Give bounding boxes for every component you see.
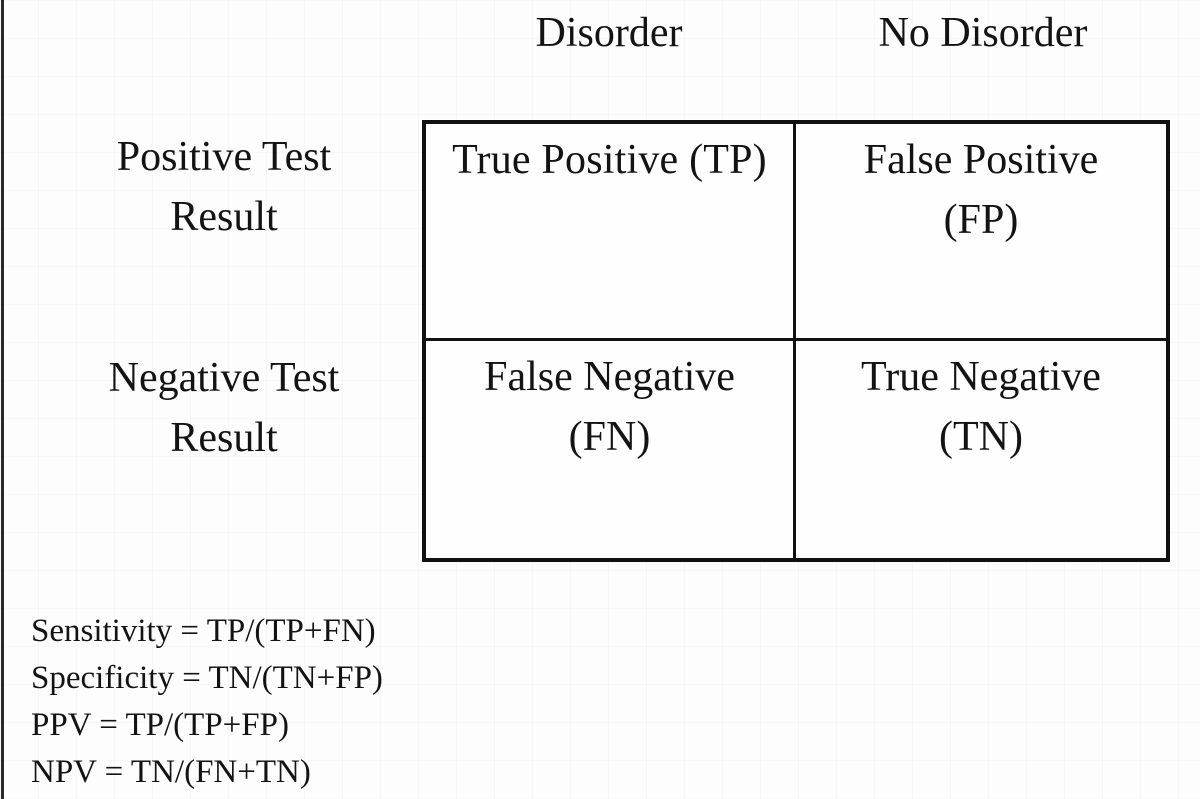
row-header-negative-line2: Result xyxy=(170,415,278,461)
cell-false-negative-line1: False Negative xyxy=(484,354,735,400)
scan-edge-artifact xyxy=(1,0,4,799)
row-header-positive-test-result: Positive Test Result xyxy=(46,127,402,247)
formula-npv: NPV = TN/(FN+TN) xyxy=(31,754,311,790)
cell-true-negative: True Negative (TN) xyxy=(796,341,1166,558)
row-header-positive-line1: Positive Test xyxy=(116,134,332,180)
row-header-negative-line1: Negative Test xyxy=(108,355,340,401)
cell-false-positive: False Positive (FP) xyxy=(796,124,1166,341)
formula-ppv: PPV = TP/(TP+FP) xyxy=(31,707,289,743)
formula-sensitivity: Sensitivity = TP/(TP+FN) xyxy=(31,613,376,649)
confusion-matrix-table: True Positive (TP) False Positive (FP) F… xyxy=(422,120,1170,562)
column-header-no-disorder: No Disorder xyxy=(878,10,1088,56)
cell-true-positive: True Positive (TP) xyxy=(426,124,796,341)
row-header-positive-line2: Result xyxy=(170,194,278,240)
cell-true-negative-line1: True Negative xyxy=(861,354,1101,400)
cell-true-positive-line1: True Positive (TP) xyxy=(452,137,767,183)
cell-false-negative-line2: (FN) xyxy=(568,414,651,460)
formula-specificity: Specificity = TN/(TN+FP) xyxy=(31,660,383,696)
cell-false-positive-line2: (FP) xyxy=(943,197,1019,243)
column-header-disorder: Disorder xyxy=(535,10,683,56)
formula-list: Sensitivity = TP/(TP+FN) Specificity = T… xyxy=(31,608,383,796)
cell-false-positive-line1: False Positive xyxy=(863,137,1099,183)
cell-true-negative-line2: (TN) xyxy=(939,414,1023,460)
row-header-negative-test-result: Negative Test Result xyxy=(46,348,402,468)
cell-false-negative: False Negative (FN) xyxy=(426,341,796,558)
